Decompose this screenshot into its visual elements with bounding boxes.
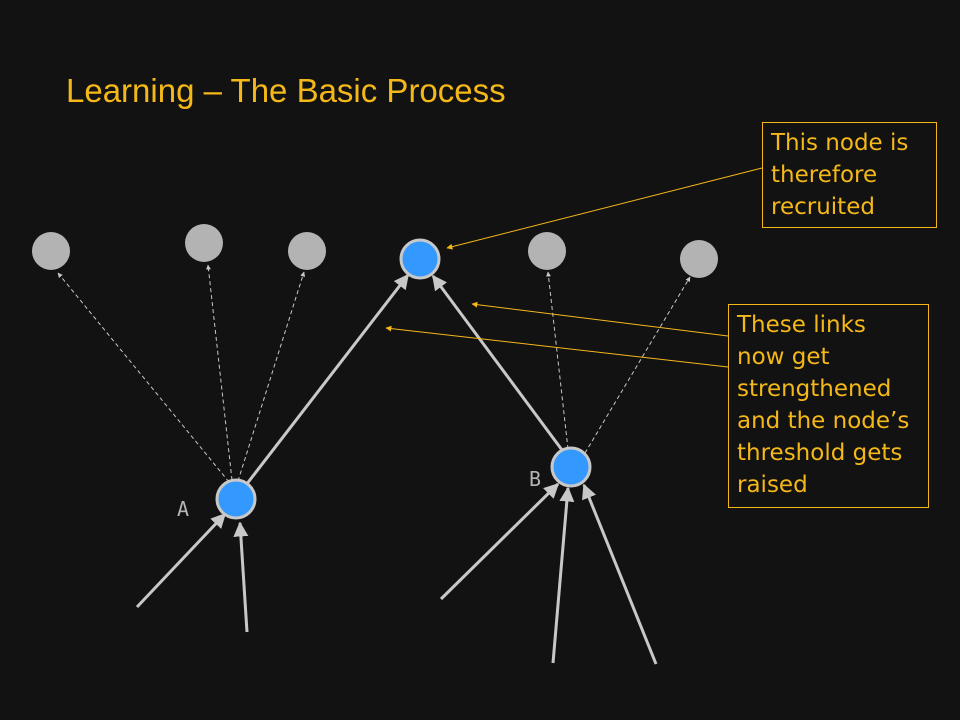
- slide-title: Learning – The Basic Process: [66, 72, 506, 109]
- weak-link-a-2: [206, 264, 233, 481]
- weak-link-a-3: [237, 271, 306, 482]
- input-link-a-2: [233, 521, 249, 633]
- node-b-label: B: [529, 467, 542, 491]
- callout-recruited: This node is therefore recruited: [762, 122, 937, 228]
- pointer-recruited: [446, 167, 763, 250]
- input-link-b-2: [551, 486, 575, 664]
- weak-link-a-1: [57, 272, 230, 483]
- node-a-label: A: [177, 497, 190, 521]
- inactive-node-4: [528, 232, 566, 270]
- pointer-link-a: [385, 325, 729, 368]
- node-b: [550, 446, 592, 488]
- inactive-node-1: [32, 232, 70, 270]
- strong-link-a: [244, 273, 410, 486]
- weak-link-b-2: [584, 276, 691, 454]
- callout-links-strengthened: These links now get strengthened and the…: [728, 304, 929, 508]
- inactive-node-2: [185, 224, 223, 262]
- strong-link-b: [431, 274, 564, 451]
- pointer-link-b: [471, 301, 729, 337]
- input-link-a-1: [135, 512, 227, 609]
- node-a: [215, 478, 257, 520]
- inactive-node-5: [680, 240, 718, 278]
- input-link-b-1: [439, 482, 560, 601]
- input-link-b-3: [582, 483, 658, 665]
- inactive-node-3: [288, 232, 326, 270]
- recruited-node: [399, 238, 441, 280]
- weak-link-b-1: [546, 271, 569, 450]
